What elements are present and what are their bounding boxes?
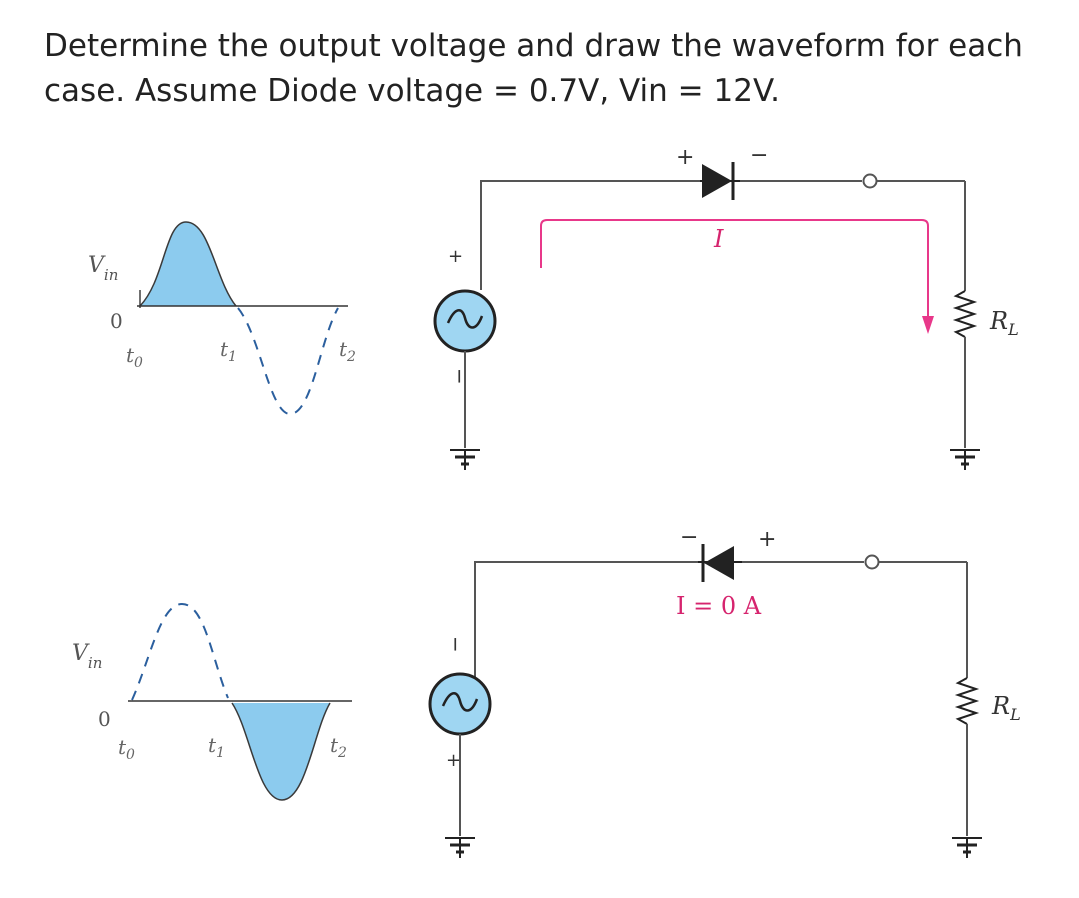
case2-load-label: RL — [991, 692, 1021, 724]
question-text: Determine the output voltage and draw th… — [44, 24, 1044, 114]
case1-circuit: + − I + − RL — [433, 143, 1019, 470]
case1-zero-label: 0 — [110, 309, 123, 333]
case2-t0-label: t0 — [118, 735, 135, 763]
case2-current-label: I = 0 A — [676, 592, 762, 620]
case1-t1-label: t1 — [220, 337, 237, 365]
case1-positive-half-fill — [140, 222, 236, 306]
case1-load-ground — [950, 449, 980, 470]
case1-positive-half-curve — [139, 221, 237, 307]
case1-current-arrowhead — [922, 316, 934, 334]
case2-diode-plus: + — [758, 527, 776, 552]
case1-ac-source-symbol — [446, 309, 484, 329]
case2-vin-label: Vin — [72, 641, 102, 672]
case2-source-minus: − — [444, 636, 468, 653]
case1-vin-label: Vin — [88, 253, 118, 284]
case2-wire-top — [474, 561, 864, 685]
case1-source-plus: + — [448, 246, 463, 267]
case1-diode-minus: − — [750, 143, 768, 168]
question-line-1: Determine the output voltage and draw th… — [44, 28, 1023, 64]
case1-waveform: Vin 0 t0 t1 t2 — [88, 221, 356, 416]
case2-diode — [698, 544, 742, 582]
case2-circuit: − + I = 0 A − + RL — [428, 525, 1021, 858]
case1-load-label: RL — [989, 307, 1019, 339]
case2-source-ground — [445, 837, 475, 858]
case2-source-plus: + — [446, 750, 461, 771]
question-line-2: case. Assume Diode voltage = 0.7V, Vin =… — [44, 73, 781, 109]
case1-t2-label: t2 — [339, 337, 356, 365]
case2-t1-label: t1 — [208, 733, 225, 761]
case2-diode-minus: − — [680, 525, 698, 550]
case2-waveform: Vin 0 t0 t1 t2 — [72, 602, 352, 801]
case1-current-path — [540, 219, 929, 318]
case1-wire-top — [480, 180, 862, 290]
case1-t0-label: t0 — [126, 343, 143, 371]
case2-ac-source-symbol — [441, 692, 479, 712]
case1-negative-half-dashed — [237, 307, 339, 416]
case2-output-terminal — [864, 554, 880, 570]
case1-diode — [700, 162, 740, 200]
case1-diode-plus: + — [676, 145, 694, 170]
case1-output-terminal — [862, 173, 878, 189]
case2-negative-half-curve — [231, 702, 331, 801]
case1-load-resistor — [952, 290, 978, 338]
case2-load-resistor — [954, 677, 980, 725]
case1-source-ground — [450, 449, 480, 470]
case2-load-ground — [952, 837, 982, 858]
case2-negative-half-fill — [232, 703, 330, 800]
case2-zero-label: 0 — [98, 707, 111, 731]
case1-source-minus: − — [448, 368, 472, 385]
case2-t2-label: t2 — [330, 733, 347, 761]
case1-current-label: I — [713, 225, 724, 253]
case2-positive-half-dashed — [131, 602, 229, 701]
